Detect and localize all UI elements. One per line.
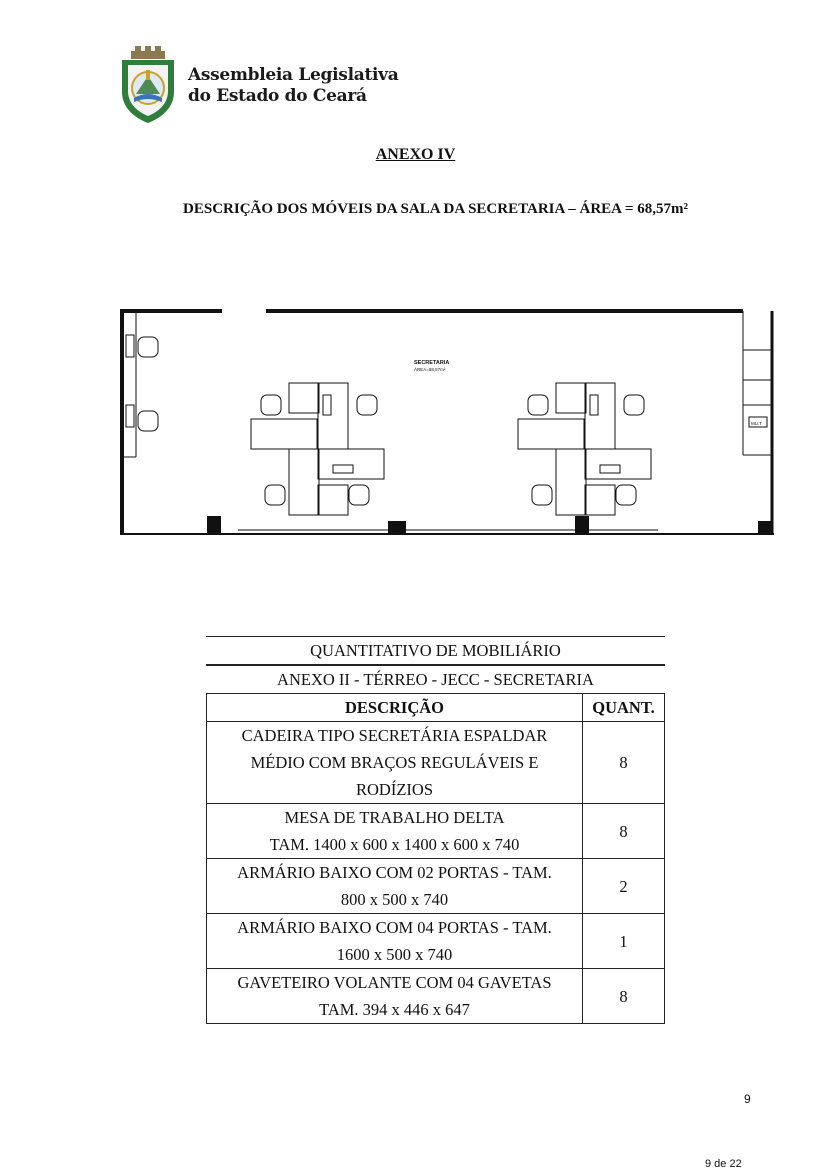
table-title: QUANTITATIVO DE MOBILIÁRIO: [206, 636, 665, 664]
table-row: GAVETEIRO VOLANTE COM 04 GAVETAS TAM. 394…: [206, 968, 665, 1024]
annex-title: ANEXO IV: [375, 146, 456, 163]
row-description-line: 800 x 500 x 740: [340, 890, 449, 909]
row-description: GAVETEIRO VOLANTE COM 04 GAVETAS TAM. 394…: [206, 968, 583, 1024]
header-description: DESCRIÇÃO: [206, 693, 583, 722]
row-quantity: 1: [582, 913, 665, 969]
row-description: CADEIRA TIPO SECRETÁRIA ESPALDAR MÉDIO CO…: [206, 721, 583, 804]
document-subtitle: DESCRIÇÃO DOS MÓVEIS DA SALA DA SECRETAR…: [183, 201, 688, 217]
table-header-row: DESCRIÇÃO QUANT.: [206, 693, 665, 722]
row-quantity: 8: [582, 803, 665, 859]
row-description-line: MESA DE TRABALHO DELTA: [284, 808, 505, 827]
header-quantity: QUANT.: [582, 693, 665, 722]
table-row: CADEIRA TIPO SECRETÁRIA ESPALDAR MÉDIO CO…: [206, 721, 665, 804]
row-description-line: ARMÁRIO BAIXO COM 04 PORTAS - TAM.: [237, 918, 552, 937]
row-description-line: 1600 x 500 x 740: [336, 945, 453, 964]
row-description-line: ARMÁRIO BAIXO COM 02 PORTAS - TAM.: [237, 863, 552, 882]
org-name-line-2: do Estado do Ceará: [188, 86, 367, 106]
row-quantity: 8: [582, 968, 665, 1024]
plan-room-label: SECRETARIA: [414, 360, 449, 366]
assembly-shield-logo: [122, 46, 174, 123]
table-subtitle: ANEXO II - TÉRREO - JECC - SECRETARIA: [206, 664, 665, 693]
table-row: MESA DE TRABALHO DELTA TAM. 1400 x 600 x …: [206, 803, 665, 859]
page-number: 9: [744, 1092, 751, 1106]
table-row: ARMÁRIO BAIXO COM 04 PORTAS - TAM. 1600 x…: [206, 913, 665, 969]
page-of-total: 9 de 22: [705, 1158, 742, 1170]
furniture-grid: DESCRIÇÃO QUANT. CADEIRA TIPO SECRETÁRIA…: [206, 693, 665, 1024]
table-row: ARMÁRIO BAIXO COM 02 PORTAS - TAM. 800 x …: [206, 858, 665, 914]
row-description: ARMÁRIO BAIXO COM 02 PORTAS - TAM. 800 x …: [206, 858, 583, 914]
row-quantity: 2: [582, 858, 665, 914]
floor-plan-drawing: SECRETARIA ÁREA=68,57m² MU.T: [120, 309, 774, 535]
row-description-line: CADEIRA TIPO SECRETÁRIA ESPALDAR: [241, 726, 548, 745]
plan-area-label: ÁREA=68,57m²: [414, 366, 446, 372]
row-description: ARMÁRIO BAIXO COM 04 PORTAS - TAM. 1600 x…: [206, 913, 583, 969]
furniture-quantity-table: QUANTITATIVO DE MOBILIÁRIO ANEXO II - TÉ…: [206, 636, 665, 1024]
plan-cabinet-label: MU.T: [751, 421, 762, 426]
row-description-line: MÉDIO COM BRAÇOS REGULÁVEIS E: [250, 753, 539, 772]
row-quantity: 8: [582, 721, 665, 804]
row-description-line: RODÍZIOS: [356, 780, 433, 799]
row-description-line: GAVETEIRO VOLANTE COM 04 GAVETAS: [237, 973, 552, 992]
org-name-line-1: Assembleia Legislativa: [188, 65, 399, 85]
row-description-line: TAM. 394 x 446 x 647: [319, 1000, 470, 1019]
row-description: MESA DE TRABALHO DELTA TAM. 1400 x 600 x …: [206, 803, 583, 859]
row-description-line: TAM. 1400 x 600 x 1400 x 600 x 740: [269, 835, 520, 854]
organization-name: Assembleia Legislativa do Estado do Cear…: [188, 65, 399, 107]
